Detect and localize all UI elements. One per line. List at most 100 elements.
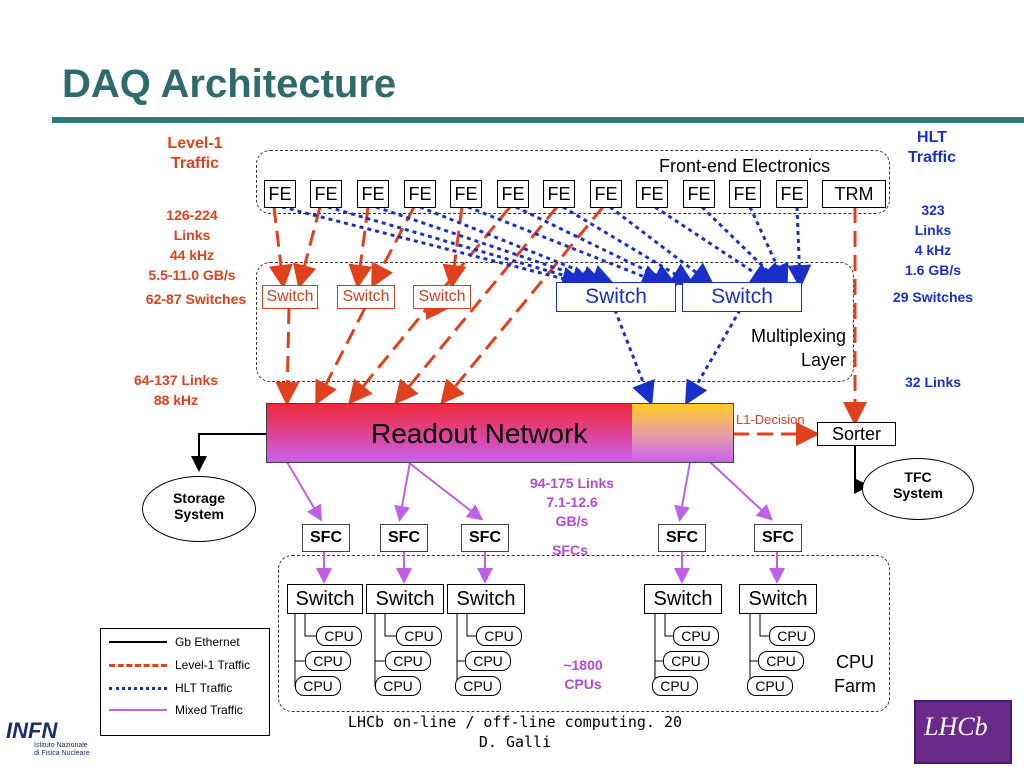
- l1-fe4-to-switch2: [371, 206, 416, 289]
- farm-switch-1: Switch: [287, 584, 363, 614]
- readout-network-label: Readout Network: [371, 418, 588, 449]
- mixed-to-sfc3: [407, 461, 484, 521]
- infn-sub-line1: Istituto Nazionale: [34, 742, 88, 749]
- footer-line1: LHCb on-line / off-line computing. 20: [347, 713, 683, 731]
- legend-swatch-mixed: [109, 709, 167, 711]
- mid-link-stats: 94-175 Links 7.1-12.6 GB/s: [512, 474, 632, 531]
- sfc-box-1: SFC: [302, 524, 350, 552]
- right-stat-3: 4 kHz: [914, 242, 952, 258]
- sfc-box-2: SFC: [380, 524, 428, 552]
- readout-network-hlt-part: [632, 403, 734, 463]
- mux-switch-blue-2: Switch: [682, 282, 802, 312]
- left-stat-3: 44 kHz: [169, 247, 215, 263]
- cpu-farm-line1: CPU: [835, 652, 874, 672]
- cpu-node: CPU: [305, 651, 351, 671]
- right-stat-4: 1.6 GB/s: [904, 262, 962, 278]
- l1-fe1-to-switch1: [268, 206, 293, 289]
- fe-box-9: FE: [636, 180, 668, 208]
- right-switches-count: 29 Switches: [892, 289, 974, 305]
- fe-box-3: FE: [357, 180, 389, 208]
- title-rule: [52, 117, 1024, 123]
- l1-decision-label: L1-Decision: [736, 412, 805, 427]
- mid-stat-1: 94-175 Links: [529, 475, 615, 491]
- l1-fe5-to-switch3: [442, 206, 467, 289]
- cpu-node: CPU: [385, 651, 431, 671]
- level1-traffic-line2: Traffic: [170, 155, 219, 172]
- front-end-electronics-label: Front-end Electronics: [659, 156, 831, 176]
- tfc-line1: TFC: [904, 469, 932, 485]
- farm-switch-3: Switch: [447, 584, 525, 614]
- fe-box-1: FE: [264, 180, 296, 208]
- storage-system-node: Storage System: [142, 476, 256, 542]
- lhcb-logo: LHCb: [914, 700, 1012, 764]
- hlt-fe8: [609, 205, 715, 287]
- mixed-to-sfc5: [709, 461, 773, 521]
- tfc-system-node: TFC System: [862, 458, 974, 520]
- cpu-farm-label: CPU Farm: [826, 650, 884, 698]
- hlt-fe1: [281, 205, 586, 291]
- multiplexing-layer-label: Multiplexing Layer: [716, 324, 846, 372]
- infn-sub-line2: di Fisica Nucleare: [34, 750, 90, 757]
- tfc-line2: System: [893, 485, 943, 501]
- farm-switch-5: Switch: [739, 584, 817, 614]
- sfc-box-3: SFC: [461, 524, 509, 552]
- right-links-second: 32 Links: [904, 374, 962, 390]
- multiplexing-line1: Multiplexing: [750, 326, 846, 346]
- multiplexing-line2: Layer: [800, 350, 846, 370]
- farm-switch-2: Switch: [366, 584, 444, 614]
- cpu-farm-line2: Farm: [834, 676, 876, 696]
- mux-switch-red-2: Switch: [337, 285, 395, 309]
- legend-label-mixed: Mixed Traffic: [175, 703, 243, 717]
- legend-label-gb-ethernet: Gb Ethernet: [175, 635, 240, 649]
- hlt-traffic-line2: Traffic: [907, 149, 956, 166]
- sfc-box-5: SFC: [754, 524, 802, 552]
- hlt-switch2-to-readout: [684, 309, 742, 406]
- left-links2-line2: 88 kHz: [153, 392, 199, 408]
- trm-box: TRM: [822, 180, 886, 208]
- hlt-fe2: [327, 205, 596, 290]
- hlt-switch1-to-readout: [613, 309, 655, 406]
- hlt-fe6: [515, 205, 678, 286]
- infn-logo-subtitle: Istituto Nazionale di Fisica Nucleare: [34, 742, 90, 758]
- left-switches-count: 62-87 Switches: [145, 291, 247, 307]
- fe-box-7: FE: [543, 180, 575, 208]
- left-link-stats: 126-224 Links 44 kHz 5.5-11.0 GB/s: [122, 205, 262, 285]
- fe-box-11: FE: [729, 180, 761, 208]
- cpu-node: CPU: [295, 676, 341, 696]
- l1-fe2-to-switch1: [292, 206, 322, 289]
- hlt-fe5: [467, 205, 666, 288]
- cpu-count-line1: ~1800: [563, 657, 603, 673]
- left-stat-1: 126-224: [166, 207, 218, 223]
- l1-switch2-to-readout: [315, 307, 367, 406]
- hlt-traffic-line1: HLT: [917, 129, 947, 146]
- l1-fe7-to-readout: [394, 206, 559, 405]
- mid-stat-2: 7.1-12.6: [546, 494, 598, 510]
- legend-swatch-gb-ethernet: [109, 641, 167, 643]
- farm-switch-4: Switch: [644, 584, 722, 614]
- left-stat-2: Links: [173, 227, 211, 243]
- fe-box-6: FE: [497, 180, 529, 208]
- mux-switch-red-3: Switch: [413, 285, 471, 309]
- cpu-node: CPU: [747, 676, 793, 696]
- mixed-to-sfc2: [394, 461, 411, 522]
- left-stat-4: 5.5-11.0 GB/s: [148, 267, 236, 283]
- footer: LHCb on-line / off-line computing. 20 D.…: [320, 712, 710, 752]
- cpu-node: CPU: [769, 626, 815, 646]
- footer-line2: D. Galli: [478, 733, 552, 751]
- hlt-traffic-label: HLT Traffic: [890, 128, 974, 168]
- mixed-to-sfc4: [674, 461, 691, 522]
- mixed-to-sfc1: [286, 461, 323, 522]
- sfcs-label: SFCs: [552, 542, 588, 558]
- hlt-fe12: [787, 206, 812, 289]
- cpu-node: CPU: [758, 651, 804, 671]
- cpu-node: CPU: [465, 651, 511, 671]
- mux-switch-blue-1: Switch: [556, 282, 676, 312]
- lhcb-logo-text: LHCb: [924, 712, 988, 741]
- fe-box-5: FE: [450, 180, 482, 208]
- hlt-fe9: [654, 205, 776, 287]
- sfc-box-4: SFC: [658, 524, 706, 552]
- legend: Gb Ethernet Level-1 Traffic HLT Traffic …: [100, 628, 270, 736]
- l1-fe8-to-readout: [440, 206, 605, 405]
- cpu-node: CPU: [673, 626, 719, 646]
- hlt-fe7: [562, 205, 696, 287]
